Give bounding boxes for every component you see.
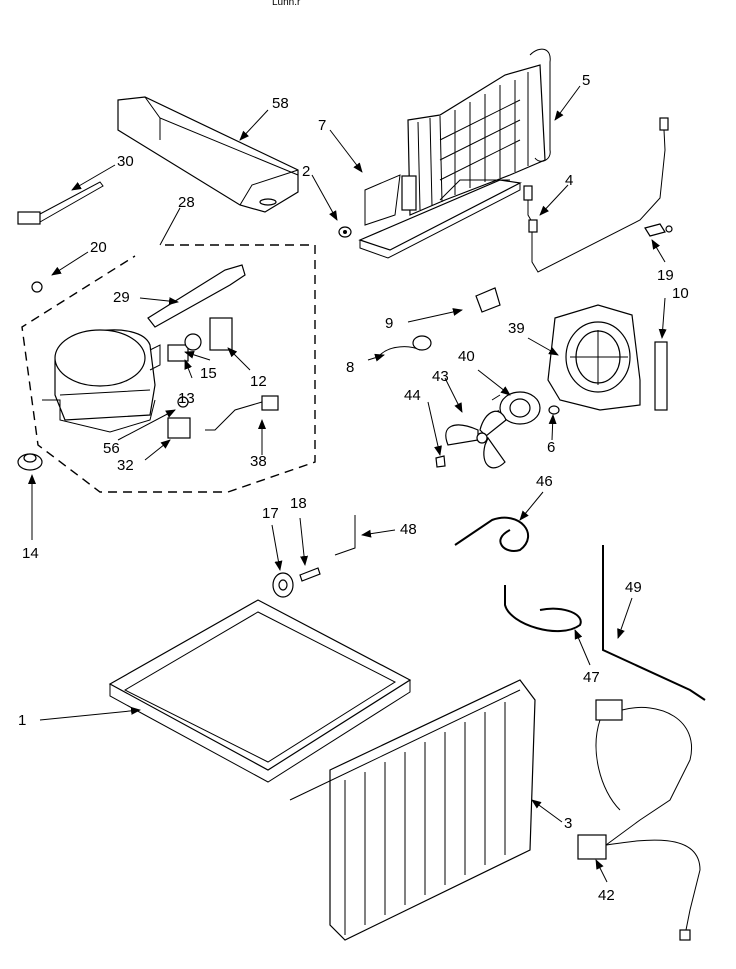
callout-58: 58 (272, 95, 289, 112)
callout-6: 6 (547, 439, 555, 456)
callout-17: 17 (262, 505, 279, 522)
header-fragment: Lunn.r (272, 0, 301, 8)
part-4-wire (523, 117, 669, 273)
part-38-harness (205, 395, 279, 431)
part-10-strip (654, 341, 668, 411)
part-32-capacitor (167, 417, 191, 439)
part-8-sensor (379, 335, 432, 356)
part-58-channel (117, 96, 299, 213)
callout-9: 9 (385, 315, 393, 332)
callout-7: 7 (318, 117, 326, 134)
part-47-tube (504, 585, 582, 633)
callout-47: 47 (583, 669, 600, 686)
callout-46: 46 (536, 473, 553, 490)
part-17-roller (272, 572, 294, 598)
callout-56: 56 (103, 440, 120, 457)
part-14-grommet (17, 453, 43, 471)
compressor (42, 329, 161, 433)
part-3-condenser (289, 679, 536, 941)
part-12-cover (209, 317, 233, 351)
callout-1: 1 (18, 712, 26, 729)
callout-3: 3 (564, 815, 572, 832)
callout-43: 43 (432, 368, 449, 385)
callout-30: 30 (117, 153, 134, 170)
callout-40: 40 (458, 348, 475, 365)
callout-8: 8 (346, 359, 354, 376)
part-13-relay (184, 333, 202, 351)
part-48-tube (334, 515, 356, 556)
part-30-tie (17, 181, 104, 225)
part-20-screw (31, 281, 43, 293)
part-56-screw (177, 396, 189, 408)
callout-29: 29 (113, 289, 130, 306)
callout-38: 38 (250, 453, 267, 470)
part-49-tube (602, 545, 706, 701)
callout-48: 48 (400, 521, 417, 538)
callout-44: 44 (404, 387, 421, 404)
callout-12: 12 (250, 373, 267, 390)
callout-4: 4 (565, 172, 573, 189)
callout-42: 42 (598, 887, 615, 904)
part-18-axle (299, 567, 321, 582)
part-5-evaporator (358, 48, 551, 259)
part-43-fan-blade (445, 410, 507, 469)
part-19-clip (644, 223, 673, 237)
callout-14: 14 (22, 545, 39, 562)
part-39-fan-shroud (547, 304, 641, 411)
part-40-fan-motor (491, 391, 541, 425)
part-42-harness (577, 699, 701, 941)
part-29-dryer (147, 264, 246, 328)
callout-19: 19 (657, 267, 674, 284)
callout-32: 32 (117, 457, 134, 474)
callout-13: 13 (178, 390, 195, 407)
callout-28: 28 (178, 194, 195, 211)
part-9-bracket (475, 287, 501, 313)
callout-15: 15 (200, 365, 217, 382)
callout-labels: 58 7 5 30 2 4 28 20 19 29 9 10 39 12 8 4… (18, 72, 689, 904)
part-6-screw (548, 405, 560, 415)
callout-39: 39 (508, 320, 525, 337)
callout-5: 5 (582, 72, 590, 89)
part-1-base-pan (108, 599, 412, 783)
callout-20: 20 (90, 239, 107, 256)
part-15-overload (167, 344, 189, 362)
compressor-kit-boundary (21, 244, 316, 493)
part-2-screw (338, 226, 352, 238)
callout-2: 2 (302, 163, 310, 180)
part-46-tube (454, 516, 530, 552)
callout-10: 10 (672, 285, 689, 302)
callout-49: 49 (625, 579, 642, 596)
leader-lines (28, 85, 667, 883)
callout-18: 18 (290, 495, 307, 512)
part-44-clip (435, 455, 446, 468)
